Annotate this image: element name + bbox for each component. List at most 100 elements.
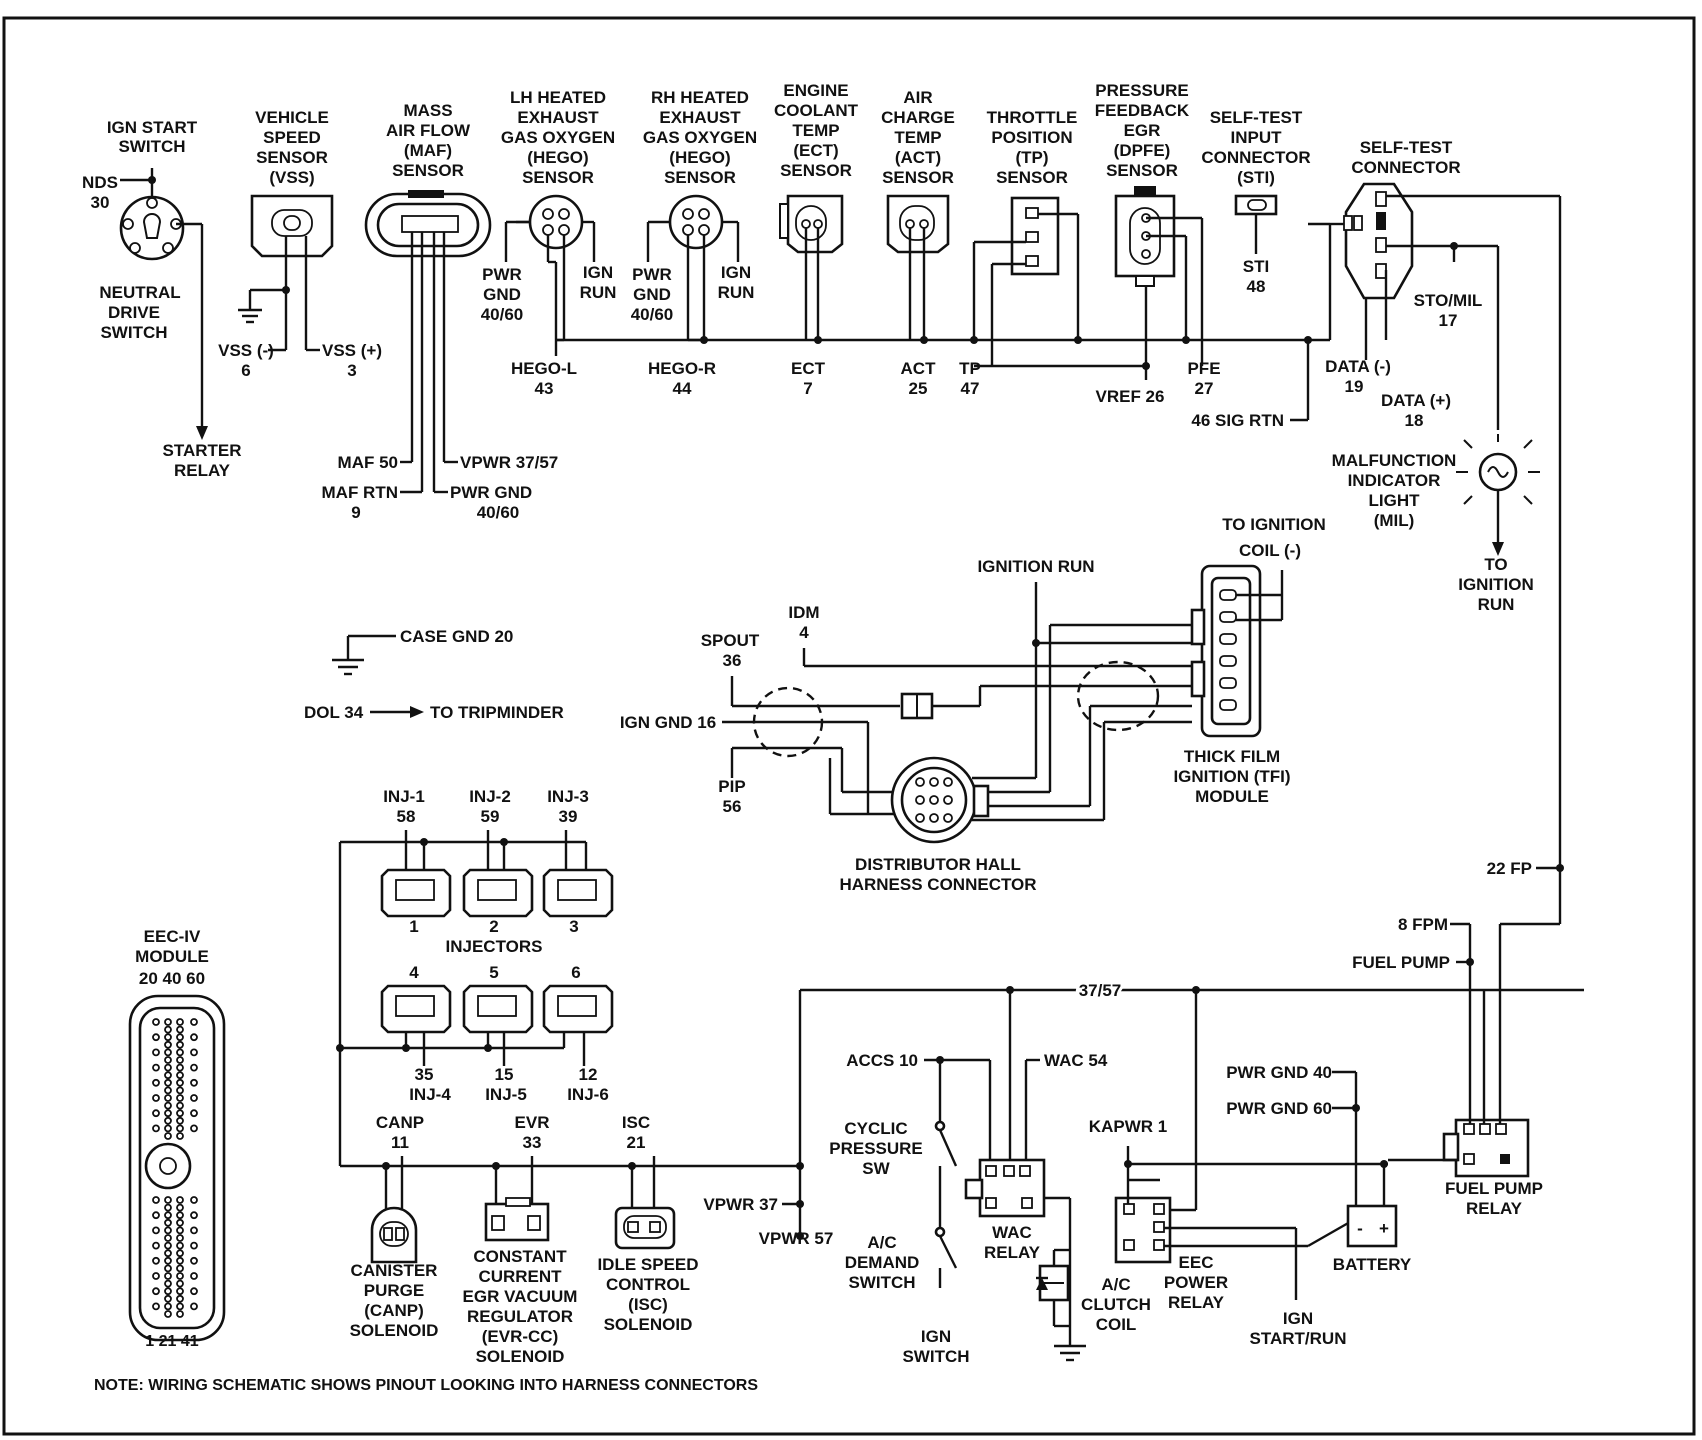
rh-pwr-gnd-2: GND [633,285,671,304]
pwr-gnd-pin: 40/60 [477,503,520,522]
vpwr57-label: VPWR 57 [759,1229,834,1248]
battery-label: BATTERY [1333,1255,1412,1274]
nds-switch-label-3: SWITCH [100,323,167,342]
canister-label-2: PURGE [364,1281,424,1300]
eec-pin [164,1056,172,1064]
vss-label-3: SENSOR [256,148,328,167]
rh-hego-label-1: RH HEATED [651,88,749,107]
eec-pin [152,1196,160,1204]
eec-pin [176,1025,184,1034]
lh-pwr-gnd-2: GND [483,285,521,304]
evr-desc-5: (EVR-CC) [482,1327,559,1346]
eec-pin [176,1018,184,1026]
eec-pin [152,1211,160,1220]
eec-pin [176,1226,184,1235]
eec-pin [152,1256,160,1265]
ect-label-3: TEMP [792,121,839,140]
eec-pin [164,1287,172,1296]
eec-pin [152,1124,160,1133]
eec-pin [152,1287,160,1296]
ect-label-1: ENGINE [783,81,848,100]
tripminder-label: TO TRIPMINDER [430,703,564,722]
eec-pin [176,1249,184,1258]
ign-start-run-label-1: IGN [1283,1309,1313,1328]
self-test-connector [1328,182,1562,900]
eec-pin [164,1132,172,1140]
footnote: NOTE: WIRING SCHEMATIC SHOWS PINOUT LOOK… [94,1377,758,1394]
inj4-label: INJ-4 [409,1085,451,1104]
vss-neg-pin: 6 [241,361,250,380]
act-label-1: AIR [903,88,932,107]
ect-label-5: SENSOR [780,161,852,180]
eec-pin [164,1018,172,1026]
eec-module [128,994,226,1342]
tfi-label-1: THICK FILM [1184,747,1280,766]
sto-mil-pin: 17 [1439,311,1458,330]
isc-label: ISC [622,1113,650,1132]
to-ign-run-2: IGNITION [1458,575,1534,594]
idm-pin: 4 [799,623,809,642]
vss-pos-label: VSS (+) [322,341,382,360]
inj5-pin: 15 [495,1065,514,1084]
eec-pin [176,1287,184,1296]
rh-hego-label-5: SENSOR [664,168,736,187]
eec-label-1: EEC-IV [144,927,201,946]
starter-relay-label-2: RELAY [174,461,231,480]
rh-hego-label-4: (HEGO) [669,148,730,167]
dol-arrow [370,706,424,718]
sti-pin-label: STI [1243,257,1269,276]
eec-pin [164,1078,172,1087]
maf-sensor [364,190,492,494]
isc-pin: 21 [627,1133,646,1152]
ac-demand-label-3: SWITCH [848,1273,915,1292]
rh-hego-label-3: GAS OXYGEN [643,128,757,147]
evr-solenoid [484,1197,550,1242]
pfe-label: PFE [1187,359,1220,378]
wac-label: WAC 54 [1044,1051,1108,1070]
eec-pin [190,1063,198,1072]
eec-pin [164,1264,172,1273]
isc-desc-1: IDLE SPEED [597,1255,698,1274]
case-gnd-label: CASE GND 20 [400,627,513,646]
ac-clutch-label-3: COIL [1096,1315,1137,1334]
eec-pin [152,1109,160,1118]
eec-pin [164,1101,172,1110]
data-pos-pin: 18 [1405,411,1424,430]
ac-clutch-label-1: A/C [1101,1275,1130,1294]
tp-pin: 47 [961,379,980,398]
ign-gnd-label: IGN GND 16 [620,713,716,732]
inj-num-6: 6 [571,963,580,982]
eec-pin [176,1264,184,1273]
eec-power-relay-label-3: RELAY [1168,1293,1225,1312]
vss-label-1: VEHICLE [255,108,329,127]
act-pin-label: ACT [901,359,937,378]
tp-label-4: SENSOR [996,168,1068,187]
tfi-label-3: MODULE [1195,787,1269,806]
eec-pin [190,1094,198,1102]
fpm8-label: 8 FPM [1398,915,1448,934]
dpfe-label-1: PRESSURE [1095,81,1189,100]
eec-pin [164,1025,172,1034]
rh-pwr-gnd-1: PWR [632,265,672,284]
data-neg-label: DATA (-) [1325,357,1391,376]
eec-pin [152,1063,160,1072]
eec-pin [190,1211,198,1220]
accs-label: ACCS 10 [846,1051,918,1070]
eec-pin [152,1241,160,1250]
tp-sensor [972,196,1080,366]
inj3-label: INJ-3 [547,787,589,806]
maf-label-4: SENSOR [392,161,464,180]
hego-r-label: HEGO-R [648,359,716,378]
distributor-connector [890,756,990,844]
sto-mil-label: STO/MIL [1414,291,1483,310]
eec-pin [176,1196,184,1204]
sti-label-4: (STI) [1237,168,1275,187]
eec-pin [176,1241,184,1250]
eec-pin [190,1124,198,1133]
case-ground [332,634,396,676]
pip-pin: 56 [723,797,742,816]
eec-pin [176,1279,184,1288]
dpfe-label-4: (DPFE) [1114,141,1171,160]
eec-pin [176,1218,184,1227]
evr-desc-6: SOLENOID [476,1347,565,1366]
